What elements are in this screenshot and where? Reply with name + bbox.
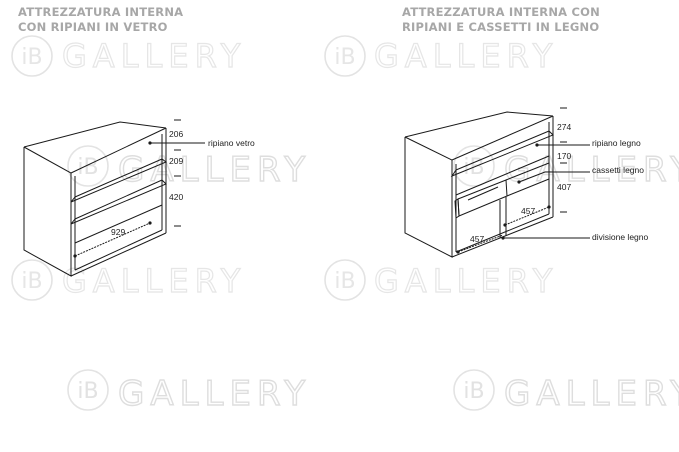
- left-cabinet-bottom-front: [70, 232, 167, 277]
- right-outer-width-line: [457, 234, 504, 253]
- watermark-logo-circle: [324, 259, 366, 301]
- right-label-wood-division: divisione legno: [592, 232, 649, 242]
- watermark-logo-circle: [11, 259, 53, 301]
- right-cabinet-top-front: [451, 115, 554, 161]
- watermark-logo-circle: [67, 369, 109, 411]
- left-width-marker: [148, 221, 152, 225]
- watermark-6: iB GALLERY: [324, 259, 558, 301]
- watermark-logo-text: iB: [334, 45, 355, 70]
- right-dim-inner-width: 457: [521, 206, 535, 216]
- left-markers: [73, 141, 152, 258]
- right-inner-width-line: [504, 206, 550, 226]
- watermark-logo-circle: [324, 35, 366, 77]
- right-wood-shelf: [450, 130, 554, 178]
- watermark-1: iB GALLERY: [11, 35, 246, 77]
- watermark-brand-text: GALLERY: [504, 374, 679, 414]
- right-markers: [456, 143, 551, 254]
- left-dimensions: 206 209 420 929 ripiano vetro: [111, 129, 255, 237]
- watermark-logo-text: iB: [21, 269, 42, 294]
- watermark-logo-text: iB: [334, 269, 355, 294]
- right-division-marker: [501, 236, 505, 240]
- watermark-4: iB GALLERY: [453, 145, 679, 191]
- left-cabinet-side: [23, 146, 72, 277]
- left-title-line-2: CON RIPIANI IN VETRO: [18, 20, 168, 34]
- right-upper-back-line: [455, 155, 550, 196]
- left-glass-shelf-upper: [70, 158, 167, 203]
- left-cabinet-top-front: [70, 127, 167, 174]
- watermark-2: iB GALLERY: [324, 35, 558, 77]
- watermark-brand-text: GALLERY: [62, 262, 246, 300]
- left-cabinet: [23, 119, 205, 277]
- right-width-marker: [547, 205, 551, 209]
- right-width-marker: [503, 223, 507, 227]
- right-drawer-bottom-back: [506, 178, 550, 197]
- right-dim-top: 274: [557, 122, 571, 132]
- right-label-wood-shelf: ripiano legno: [592, 138, 641, 148]
- left-panel-title: ATTREZZATURA INTERNA CON RIPIANI IN VETR…: [18, 5, 183, 35]
- right-drawer-side: [454, 198, 460, 219]
- left-dim-top: 206: [169, 129, 183, 139]
- watermark-brand-text: GALLERY: [374, 262, 558, 300]
- watermark-8: iB GALLERY: [453, 369, 679, 415]
- left-glass-shelf-lower: [70, 179, 167, 225]
- right-label-wood-drawers: cassetti legno: [592, 165, 644, 175]
- watermark-logo-circle: [67, 145, 109, 187]
- watermark-logo-circle: [11, 35, 53, 77]
- left-dim-middle: 209: [169, 156, 183, 166]
- right-drawer-top-back: [505, 162, 550, 181]
- right-cabinet-base: [455, 213, 550, 253]
- right-drawer-handle: [467, 186, 499, 201]
- left-label-glass-shelf: ripiano vetro: [208, 138, 255, 148]
- watermark-brand-text: GALLERY: [118, 374, 311, 414]
- right-title-line-1: ATTREZZATURA INTERNA CON: [402, 5, 600, 19]
- left-dim-bottom: 420: [169, 192, 183, 202]
- left-shelf-marker: [148, 141, 152, 145]
- left-width-marker: [73, 254, 77, 258]
- watermark-3: iB GALLERY: [67, 145, 311, 191]
- right-dimensions: 274 170 407 457 457 ripiano legno casset…: [470, 122, 649, 244]
- left-cabinet-base: [74, 229, 163, 271]
- right-drawer-marker: [517, 180, 521, 184]
- right-cabinet-side: [404, 136, 453, 258]
- watermark-logo-text: iB: [77, 379, 98, 404]
- watermark-brand-text: GALLERY: [62, 37, 246, 75]
- watermark-logo-text: iB: [463, 379, 484, 404]
- watermarks: iB GALLERY iB GALLERY iB GALLERY iB GALL…: [11, 35, 679, 415]
- watermark-5: iB GALLERY: [11, 259, 246, 301]
- watermark-brand-text: GALLERY: [374, 37, 558, 75]
- right-title-line-2: RIPIANI E CASSETTI IN LEGNO: [402, 20, 600, 34]
- left-back-line: [74, 204, 163, 244]
- right-dim-outer-width: 457: [470, 234, 484, 244]
- left-dim-width: 929: [111, 227, 125, 237]
- watermark-logo-circle: [453, 369, 495, 411]
- left-cabinet-top-back: [23, 121, 167, 148]
- watermark-7: iB GALLERY: [67, 369, 311, 415]
- right-dim-middle: 170: [557, 151, 571, 161]
- right-cabinet-top-back: [404, 111, 554, 138]
- watermark-logo-text: iB: [77, 155, 98, 180]
- right-shelf-marker: [535, 143, 539, 147]
- right-width-marker: [456, 250, 460, 254]
- watermark-logo-text: iB: [21, 45, 42, 70]
- left-title-line-1: ATTREZZATURA INTERNA: [18, 5, 184, 19]
- watermark-logo-circle: [453, 145, 495, 187]
- right-drawer-leader-a: [518, 171, 546, 183]
- right-panel-title: ATTREZZATURA INTERNA CON RIPIANI E CASSE…: [402, 5, 600, 35]
- left-width-dim-line: [74, 222, 151, 257]
- watermark-brand-text: GALLERY: [118, 150, 311, 190]
- right-dim-bottom: 407: [557, 182, 571, 192]
- right-cabinet: [404, 107, 590, 258]
